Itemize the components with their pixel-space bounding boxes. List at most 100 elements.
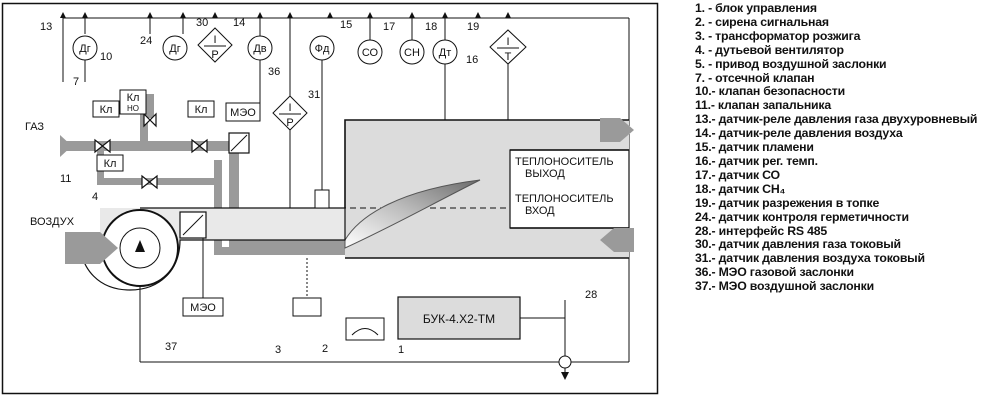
- legend-item: 28.- интерфейс RS 485: [695, 223, 828, 238]
- svg-text:36: 36: [268, 66, 280, 78]
- valve-kl-box-right: [187, 100, 215, 118]
- legend-item: 24.- датчик контроля герметичности: [695, 209, 909, 224]
- legend-item: 11.- клапан запальника: [695, 98, 831, 113]
- coolant-in-label-1: ТЕПЛОНОСИТЕЛЬ: [515, 193, 614, 205]
- svg-text:24: 24: [140, 35, 152, 47]
- svg-text:2: 2: [322, 343, 328, 355]
- svg-text:30: 30: [196, 17, 208, 29]
- legend-item: 36.- МЭО газовой заслонки: [695, 265, 854, 280]
- air-inlet-arrow: [65, 232, 118, 264]
- svg-text:15: 15: [340, 19, 352, 31]
- legend-item: 3. - трансформатор розжига: [695, 28, 861, 43]
- legend-item: 31.- датчик давления воздуха токовый: [695, 251, 925, 266]
- valve-no-sub: НО: [127, 104, 139, 113]
- coolant-out-label-2: ВЫХОД: [525, 168, 565, 180]
- coolant-in-label-2: ВХОД: [525, 205, 555, 217]
- sensor-dv: Дв: [247, 18, 273, 103]
- bus-arrows: [60, 12, 511, 18]
- svg-text:16: 16: [466, 54, 478, 66]
- air-duct: [79, 207, 346, 291]
- valve-kl-left-label: Кл: [100, 104, 113, 116]
- air-label: ВОЗДУХ: [30, 216, 75, 228]
- legend-item: 30.- датчик давления газа токовый: [695, 237, 901, 252]
- svg-text:СН: СН: [404, 47, 420, 59]
- valve-kl-no-box: [119, 89, 147, 115]
- svg-text:10: 10: [100, 51, 112, 63]
- svg-text:Дг: Дг: [79, 43, 90, 55]
- legend: 1. - блок управления 2. - сирена сигналь…: [695, 1, 981, 294]
- svg-text:17: 17: [383, 21, 395, 33]
- sensor-temp: I Т: [489, 29, 527, 120]
- burner-flame: [344, 179, 481, 249]
- svg-text:Дт: Дт: [439, 47, 452, 59]
- svg-text:19: 19: [467, 21, 479, 33]
- diagram-border: [1, 2, 659, 395]
- legend-item: 1. - блок управления: [695, 1, 817, 15]
- svg-text:Т: Т: [505, 51, 512, 63]
- svg-text:I: I: [213, 34, 216, 46]
- svg-text:11: 11: [60, 173, 71, 185]
- actuator-gas-label: МЭО: [230, 107, 256, 119]
- valve-kl-box-pilot: [96, 154, 124, 172]
- ignition-transformer: [292, 297, 322, 317]
- legend-item: 14.- датчик-реле давления воздуха: [695, 126, 903, 141]
- svg-text:13: 13: [40, 21, 52, 33]
- coolant-in-arrow: [600, 228, 634, 252]
- fan-arrow: [135, 240, 145, 252]
- svg-text:I: I: [506, 36, 509, 48]
- actuator-gas-box: [225, 102, 261, 122]
- sensor-co: СО: [357, 18, 383, 65]
- svg-text:Р: Р: [286, 117, 293, 129]
- svg-text:37: 37: [165, 341, 177, 353]
- svg-text:3: 3: [275, 344, 281, 356]
- svg-text:Фд: Фд: [315, 43, 330, 55]
- furnace-outline: [344, 119, 629, 259]
- legend-item: 10.- клапан безопасности: [695, 84, 845, 99]
- svg-text:СО: СО: [362, 47, 379, 59]
- svg-text:18: 18: [425, 21, 437, 33]
- sensor-dg-1: Дг: [62, 18, 98, 82]
- legend-item: 19.- датчик разрежения в топке: [695, 195, 880, 210]
- callout-numbers: 13 10 7 24 30 14 15 17 18 19 16 36 31 11…: [40, 17, 597, 356]
- legend-item: 15.- датчик пламени: [695, 140, 814, 155]
- gas-inlet-arrow: [60, 135, 72, 157]
- coolant-out-label-1: ТЕПЛОНОСИТЕЛЬ: [515, 156, 614, 168]
- legend-item: 17.- датчик СО: [695, 167, 780, 182]
- svg-text:4: 4: [92, 191, 98, 203]
- rs485-node: [558, 355, 572, 369]
- rs485-arrow: [561, 372, 569, 380]
- sensor-dg-2: Дг: [149, 18, 188, 61]
- legend-item: 2. - сирена сигнальная: [695, 14, 829, 29]
- svg-text:Р: Р: [211, 49, 218, 61]
- legend-item: 16.- датчик рег. темп.: [695, 153, 818, 168]
- svg-text:7: 7: [73, 76, 79, 88]
- sensor-ch: СН: [399, 18, 425, 65]
- legend-item: 4. - дутьевой вентилятор: [695, 42, 844, 57]
- svg-text:Дг: Дг: [169, 43, 180, 55]
- controller-label: БУК-4.Х2-ТМ: [423, 312, 495, 326]
- svg-text:Дв: Дв: [253, 43, 266, 55]
- svg-text:I: I: [288, 102, 291, 114]
- svg-text:31: 31: [308, 89, 320, 101]
- legend-item: 18.- датчик СН₄: [695, 181, 786, 196]
- coolant-out-arrow: [600, 118, 634, 142]
- valve-kl-pilot-label: Кл: [104, 158, 117, 170]
- heat-exchanger: [509, 149, 630, 229]
- legend-item: 13.- датчик-реле давления газа двухуровн…: [695, 112, 978, 127]
- valve-kl-box-left: [92, 100, 120, 118]
- legend-item: 7. - отсечной клапан: [695, 70, 815, 85]
- svg-text:1: 1: [398, 344, 404, 356]
- legend-item: 5. - привод воздушной заслонки: [695, 56, 887, 71]
- sensor-dp-air: I Р: [272, 18, 308, 208]
- svg-text:28: 28: [585, 289, 597, 301]
- valve-kl-right-label: Кл: [195, 104, 208, 116]
- valve-kl-no-label: Кл: [127, 92, 140, 104]
- svg-text:14: 14: [233, 17, 245, 29]
- sensor-df: Фд: [309, 35, 335, 209]
- actuator-air-box: [182, 297, 224, 317]
- sensor-dp-gas: I Р: [197, 27, 233, 63]
- valve-group: [94, 112, 208, 190]
- controller-box: [397, 296, 521, 340]
- sensor-dt: Дт: [432, 18, 458, 120]
